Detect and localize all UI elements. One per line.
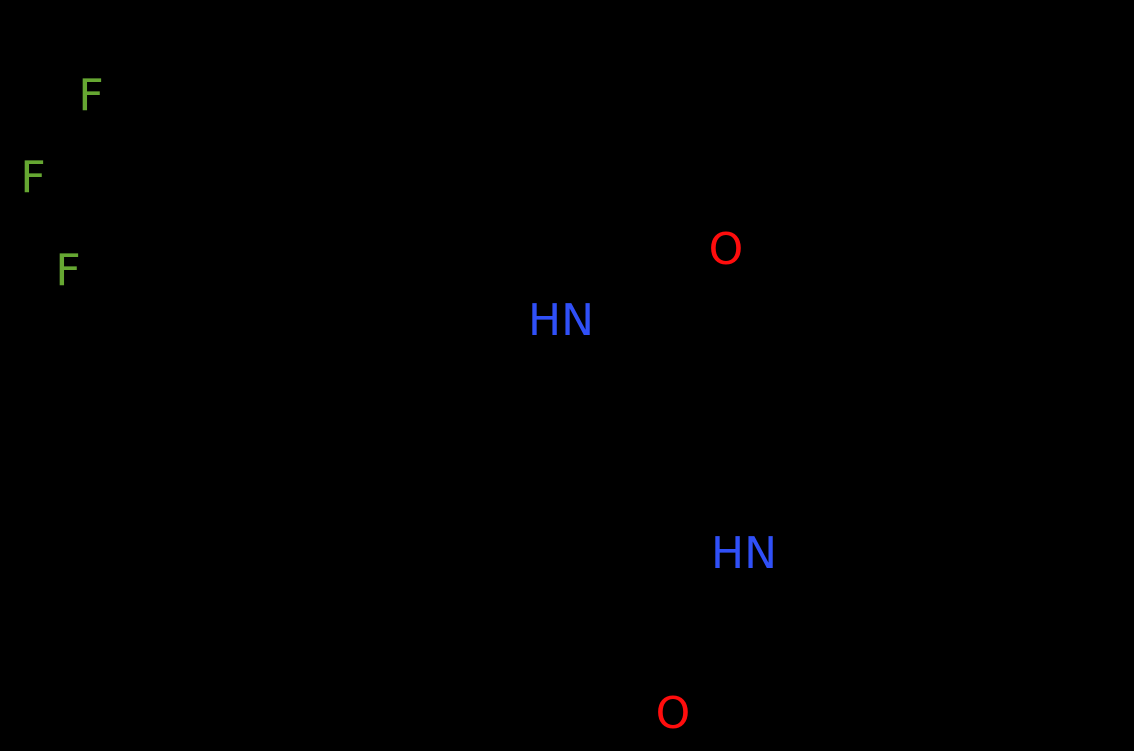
bond-cbeta-co2 <box>581 487 613 613</box>
bond-ch-n1 <box>485 290 536 315</box>
atom-label-amide-nitrogen-2: HN <box>711 528 777 579</box>
bond-ar2-2 <box>835 302 937 363</box>
bond-calpha-n2 <box>645 400 733 523</box>
bond-ar2-inner-2 <box>931 317 1020 371</box>
bond-ar1-6 <box>197 180 299 241</box>
bond-c-f2 <box>45 177 108 186</box>
bond-cbeta-aryl3 <box>485 487 587 548</box>
single-bonds <box>45 117 1033 713</box>
bond-co1-double <box>659 259 709 291</box>
bond-ar3-inner-3 <box>389 502 478 556</box>
bond-calpha-cbeta <box>581 400 651 493</box>
bond-cf3-aryl <box>102 180 203 241</box>
bond-ar1-inner-2 <box>293 337 382 391</box>
atom-label-fluorine-2: F <box>20 152 46 203</box>
atom-label-amide-nitrogen-1: HN <box>528 295 594 346</box>
bond-ar3-5 <box>389 652 491 713</box>
bond-co2-double <box>619 619 665 695</box>
double-bonds <box>210 195 1020 698</box>
bond-c-f3 <box>79 180 108 253</box>
bond-ar3-2 <box>293 487 395 548</box>
bond-ar1-5 <box>293 180 395 241</box>
bond-ar3-inner-2 <box>389 644 478 698</box>
atom-label-carbonyl-oxygen-1: O <box>708 224 744 275</box>
atom-label-fluorine-3: F <box>55 245 81 296</box>
bond-ar2-6 <box>835 467 937 528</box>
bond-ar1-3 <box>293 345 395 406</box>
atom-label-fluorine-1: F <box>78 70 104 121</box>
bond-ar2-5 <box>931 467 1033 528</box>
bond-ar1-2 <box>197 345 299 406</box>
bond-ar3-4 <box>293 652 395 713</box>
bond-ar3-1 <box>389 487 491 548</box>
bond-n2-aryl2 <box>755 467 841 533</box>
bond-ar2-3 <box>931 302 1033 363</box>
bond-c-f1 <box>97 117 108 186</box>
bond-ar2-inner-3 <box>931 459 1020 513</box>
bond-ar1-inner-3 <box>293 195 382 249</box>
bond-n1-co1 <box>589 290 651 315</box>
bond-aryl-ch2 <box>389 345 491 406</box>
atom-label-carbonyl-oxygen-2: O <box>655 688 691 739</box>
